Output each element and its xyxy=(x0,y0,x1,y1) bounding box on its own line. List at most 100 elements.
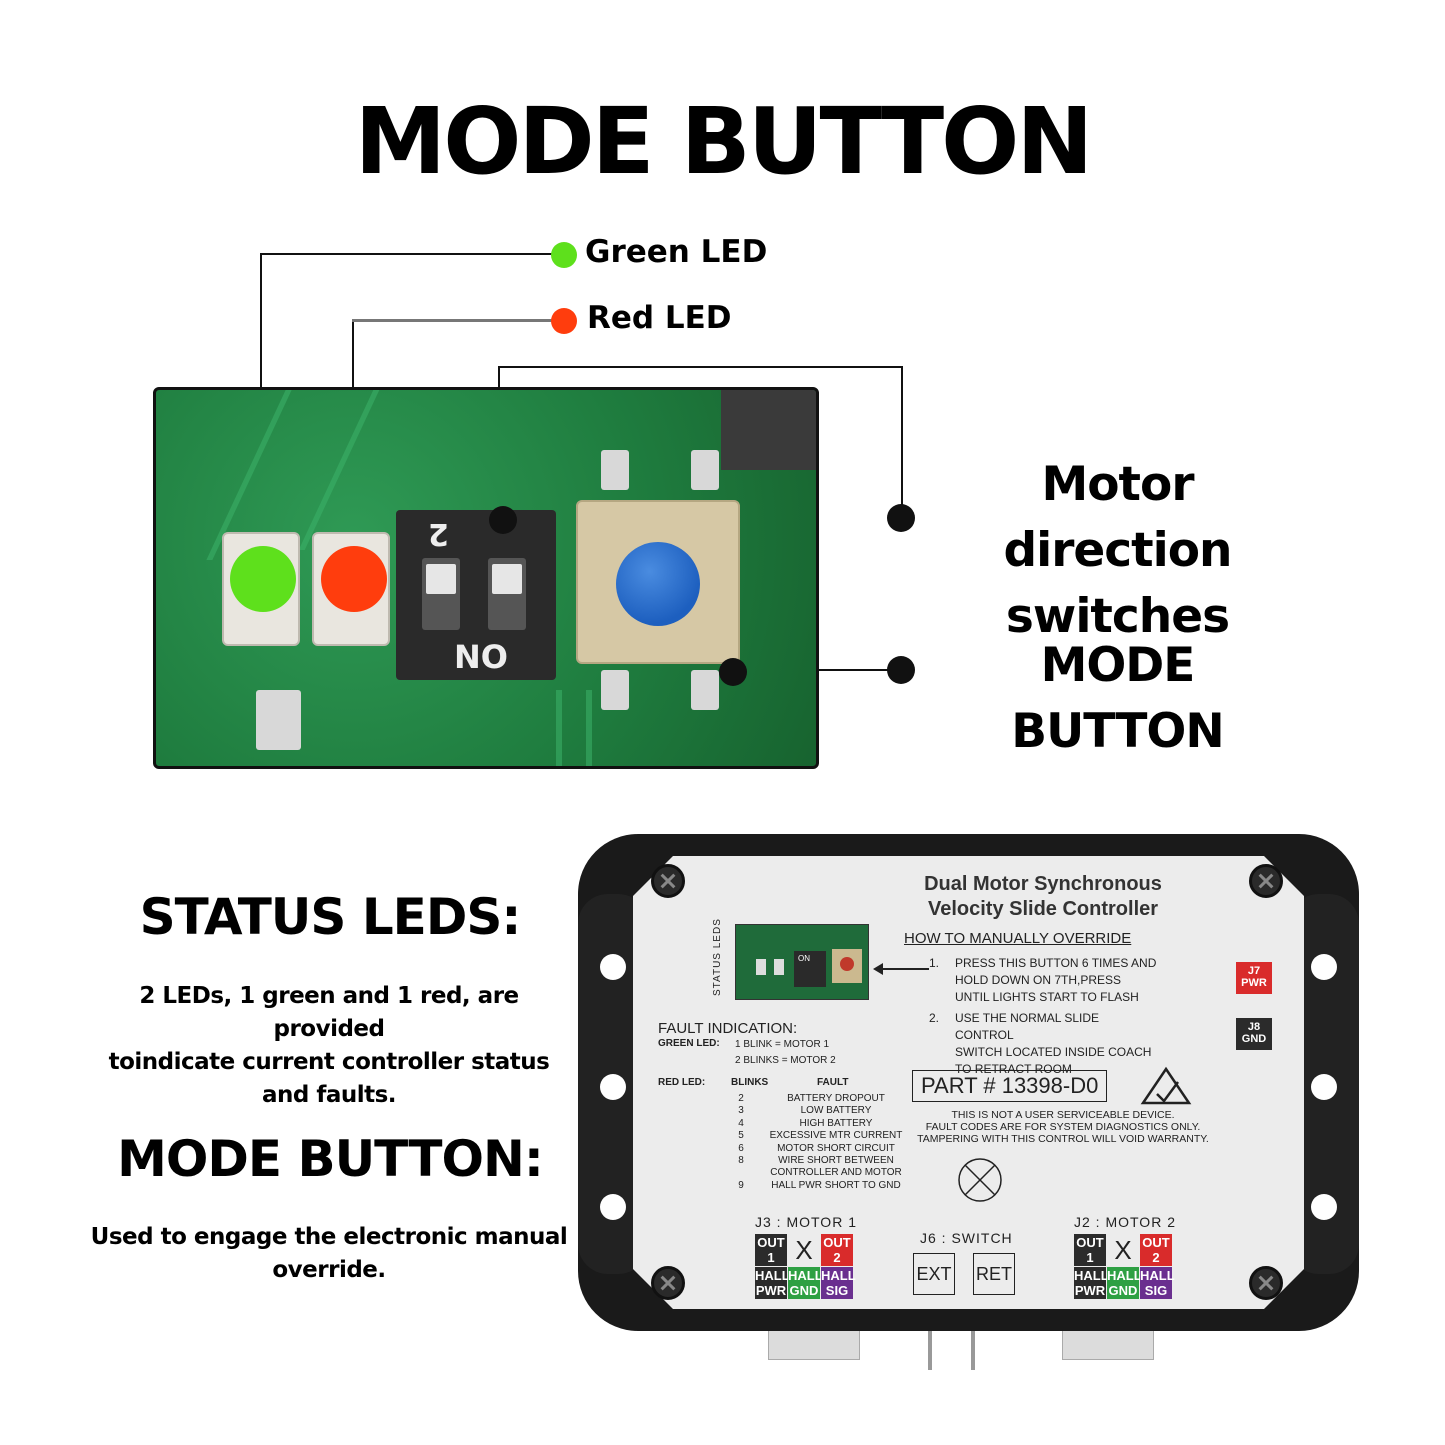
dip-label-no: NO xyxy=(454,638,508,676)
j3-x-cell: X xyxy=(788,1234,820,1266)
red-code-row: CONTROLLER AND MOTOR xyxy=(770,1167,902,1179)
mode-button-switch[interactable] xyxy=(576,500,740,664)
override-arrow-shaft xyxy=(881,968,929,970)
j2-x-cell: X xyxy=(1107,1234,1139,1266)
switch-pin-2 xyxy=(971,1330,975,1370)
switch-marker xyxy=(887,504,915,532)
mode-button-cap[interactable] xyxy=(616,542,700,626)
step-2-number: 2. xyxy=(929,1011,940,1025)
step-1-line-2: HOLD DOWN ON 7TH,PRESS xyxy=(955,973,1122,987)
step-2-line-1: USE THE NORMAL SLIDE CONTROL xyxy=(955,1011,1100,1042)
motor-direction-switches[interactable]: 2 NO xyxy=(396,510,556,680)
override-steps: 1. PRESS THIS BUTTON 6 TIMES AND HOLD DO… xyxy=(929,955,1159,1078)
green-led-marker xyxy=(551,242,577,268)
step-1-line-1: PRESS THIS BUTTON 6 TIMES AND xyxy=(955,956,1157,970)
mode-button-label: MODE BUTTON xyxy=(1011,638,1224,759)
override-arrow-head xyxy=(873,963,883,975)
crossed-circle-icon xyxy=(958,1158,1002,1202)
j8-gnd-label: GND xyxy=(1241,1033,1267,1045)
green-led-code-label: GREEN LED: xyxy=(658,1038,720,1049)
mode-button-callout-dot xyxy=(719,658,747,686)
status-leds-line-3: and faults. xyxy=(261,1082,397,1108)
warning-line-2: FAULT CODES ARE FOR SYSTEM DIAGNOSTICS O… xyxy=(925,1121,1201,1133)
status-leds-line-2: toindicate current controller status xyxy=(108,1049,550,1075)
red-led xyxy=(321,546,387,612)
red-led-leader-horizontal xyxy=(352,319,556,322)
connector-plug-left xyxy=(768,1328,860,1360)
green-code-1: 1 BLINK = MOTOR 1 xyxy=(735,1039,830,1050)
j8-label: J8 xyxy=(1247,1021,1261,1033)
override-heading: HOW TO MANUALLY OVERRIDE xyxy=(904,930,1132,947)
mini-pcb-photo: ON xyxy=(735,924,869,1000)
controller-housing: Dual Motor Synchronous Velocity Slide Co… xyxy=(578,834,1359,1331)
step-1-number: 1. xyxy=(929,956,940,970)
warning-text: THIS IS NOT A USER SERVICEABLE DEVICE. F… xyxy=(903,1109,1223,1145)
part-number: PART # 13398-D0 xyxy=(912,1070,1108,1102)
screw-icon xyxy=(651,864,685,898)
warning-line-1: THIS IS NOT A USER SERVICEABLE DEVICE. xyxy=(951,1109,1175,1121)
page-title: MODE BUTTON xyxy=(354,88,1094,195)
step-2-line-2: SWITCH LOCATED INSIDE COACH xyxy=(955,1045,1152,1059)
j7-pwr-label: PWR xyxy=(1241,977,1267,989)
dip-label-2: 2 xyxy=(428,516,449,551)
blinks-header: BLINKS xyxy=(731,1077,769,1088)
controller-label-plate: Dual Motor Synchronous Velocity Slide Co… xyxy=(633,856,1304,1309)
step-1-line-3: UNTIL LIGHTS START TO FLASH xyxy=(955,990,1139,1004)
dip-switch-2[interactable] xyxy=(422,558,460,630)
green-led-label: Green LED xyxy=(585,234,768,270)
screw-icon xyxy=(651,1266,685,1300)
fault-header: FAULT xyxy=(817,1077,849,1088)
green-led-leader-horizontal xyxy=(260,253,556,255)
mode-button-description: Used to engage the electronic manual ove… xyxy=(89,1221,569,1287)
j8-gnd-tag: J8 GND xyxy=(1236,1018,1272,1050)
status-leds-line-1: 2 LEDs, 1 green and 1 red, are provided xyxy=(139,983,519,1042)
green-led-codes: 1 BLINK = MOTOR 1 2 BLINKS = MOTOR 2 xyxy=(735,1037,836,1069)
switch-pin-1 xyxy=(928,1330,932,1370)
status-leds-heading: STATUS LEDS: xyxy=(139,888,522,946)
switch-callout-dot xyxy=(489,506,517,534)
warning-line-3: TAMPERING WITH THIS CONTROL WILL VOID WA… xyxy=(917,1133,1209,1145)
j7-label: J7 xyxy=(1247,965,1261,977)
motor-direction-line-1: Motor direction xyxy=(1003,457,1233,578)
mode-button-marker xyxy=(887,656,915,684)
red-led-label: Red LED xyxy=(587,300,732,336)
dip-switch-1[interactable] xyxy=(488,558,526,630)
controller-title-line-2: Velocity Slide Controller xyxy=(927,898,1159,920)
controller-title: Dual Motor Synchronous Velocity Slide Co… xyxy=(883,872,1203,922)
mode-button-line-2: override. xyxy=(272,1257,386,1283)
red-led-marker xyxy=(551,308,577,334)
fault-indication-heading: FAULT INDICATION: xyxy=(658,1020,798,1037)
switch-leader-vertical-right xyxy=(901,366,903,518)
rcm-mark-icon xyxy=(1140,1066,1192,1105)
screw-icon xyxy=(1249,864,1283,898)
j2-motor-2-title: J2 : MOTOR 2 xyxy=(1074,1214,1176,1230)
screw-icon xyxy=(1249,1266,1283,1300)
motor-direction-line-2: switches xyxy=(1005,589,1230,644)
switch-ret-terminal: RET xyxy=(973,1253,1015,1295)
step-2-line-3: TO RETRACT ROOM xyxy=(955,1062,1072,1076)
green-led xyxy=(230,546,296,612)
mode-button-heading: MODE BUTTON: xyxy=(117,1130,544,1188)
j3-motor-1-title: J3 : MOTOR 1 xyxy=(755,1214,857,1230)
switch-ext-terminal: EXT xyxy=(913,1253,955,1295)
controller-title-line-1: Dual Motor Synchronous xyxy=(924,873,1162,895)
